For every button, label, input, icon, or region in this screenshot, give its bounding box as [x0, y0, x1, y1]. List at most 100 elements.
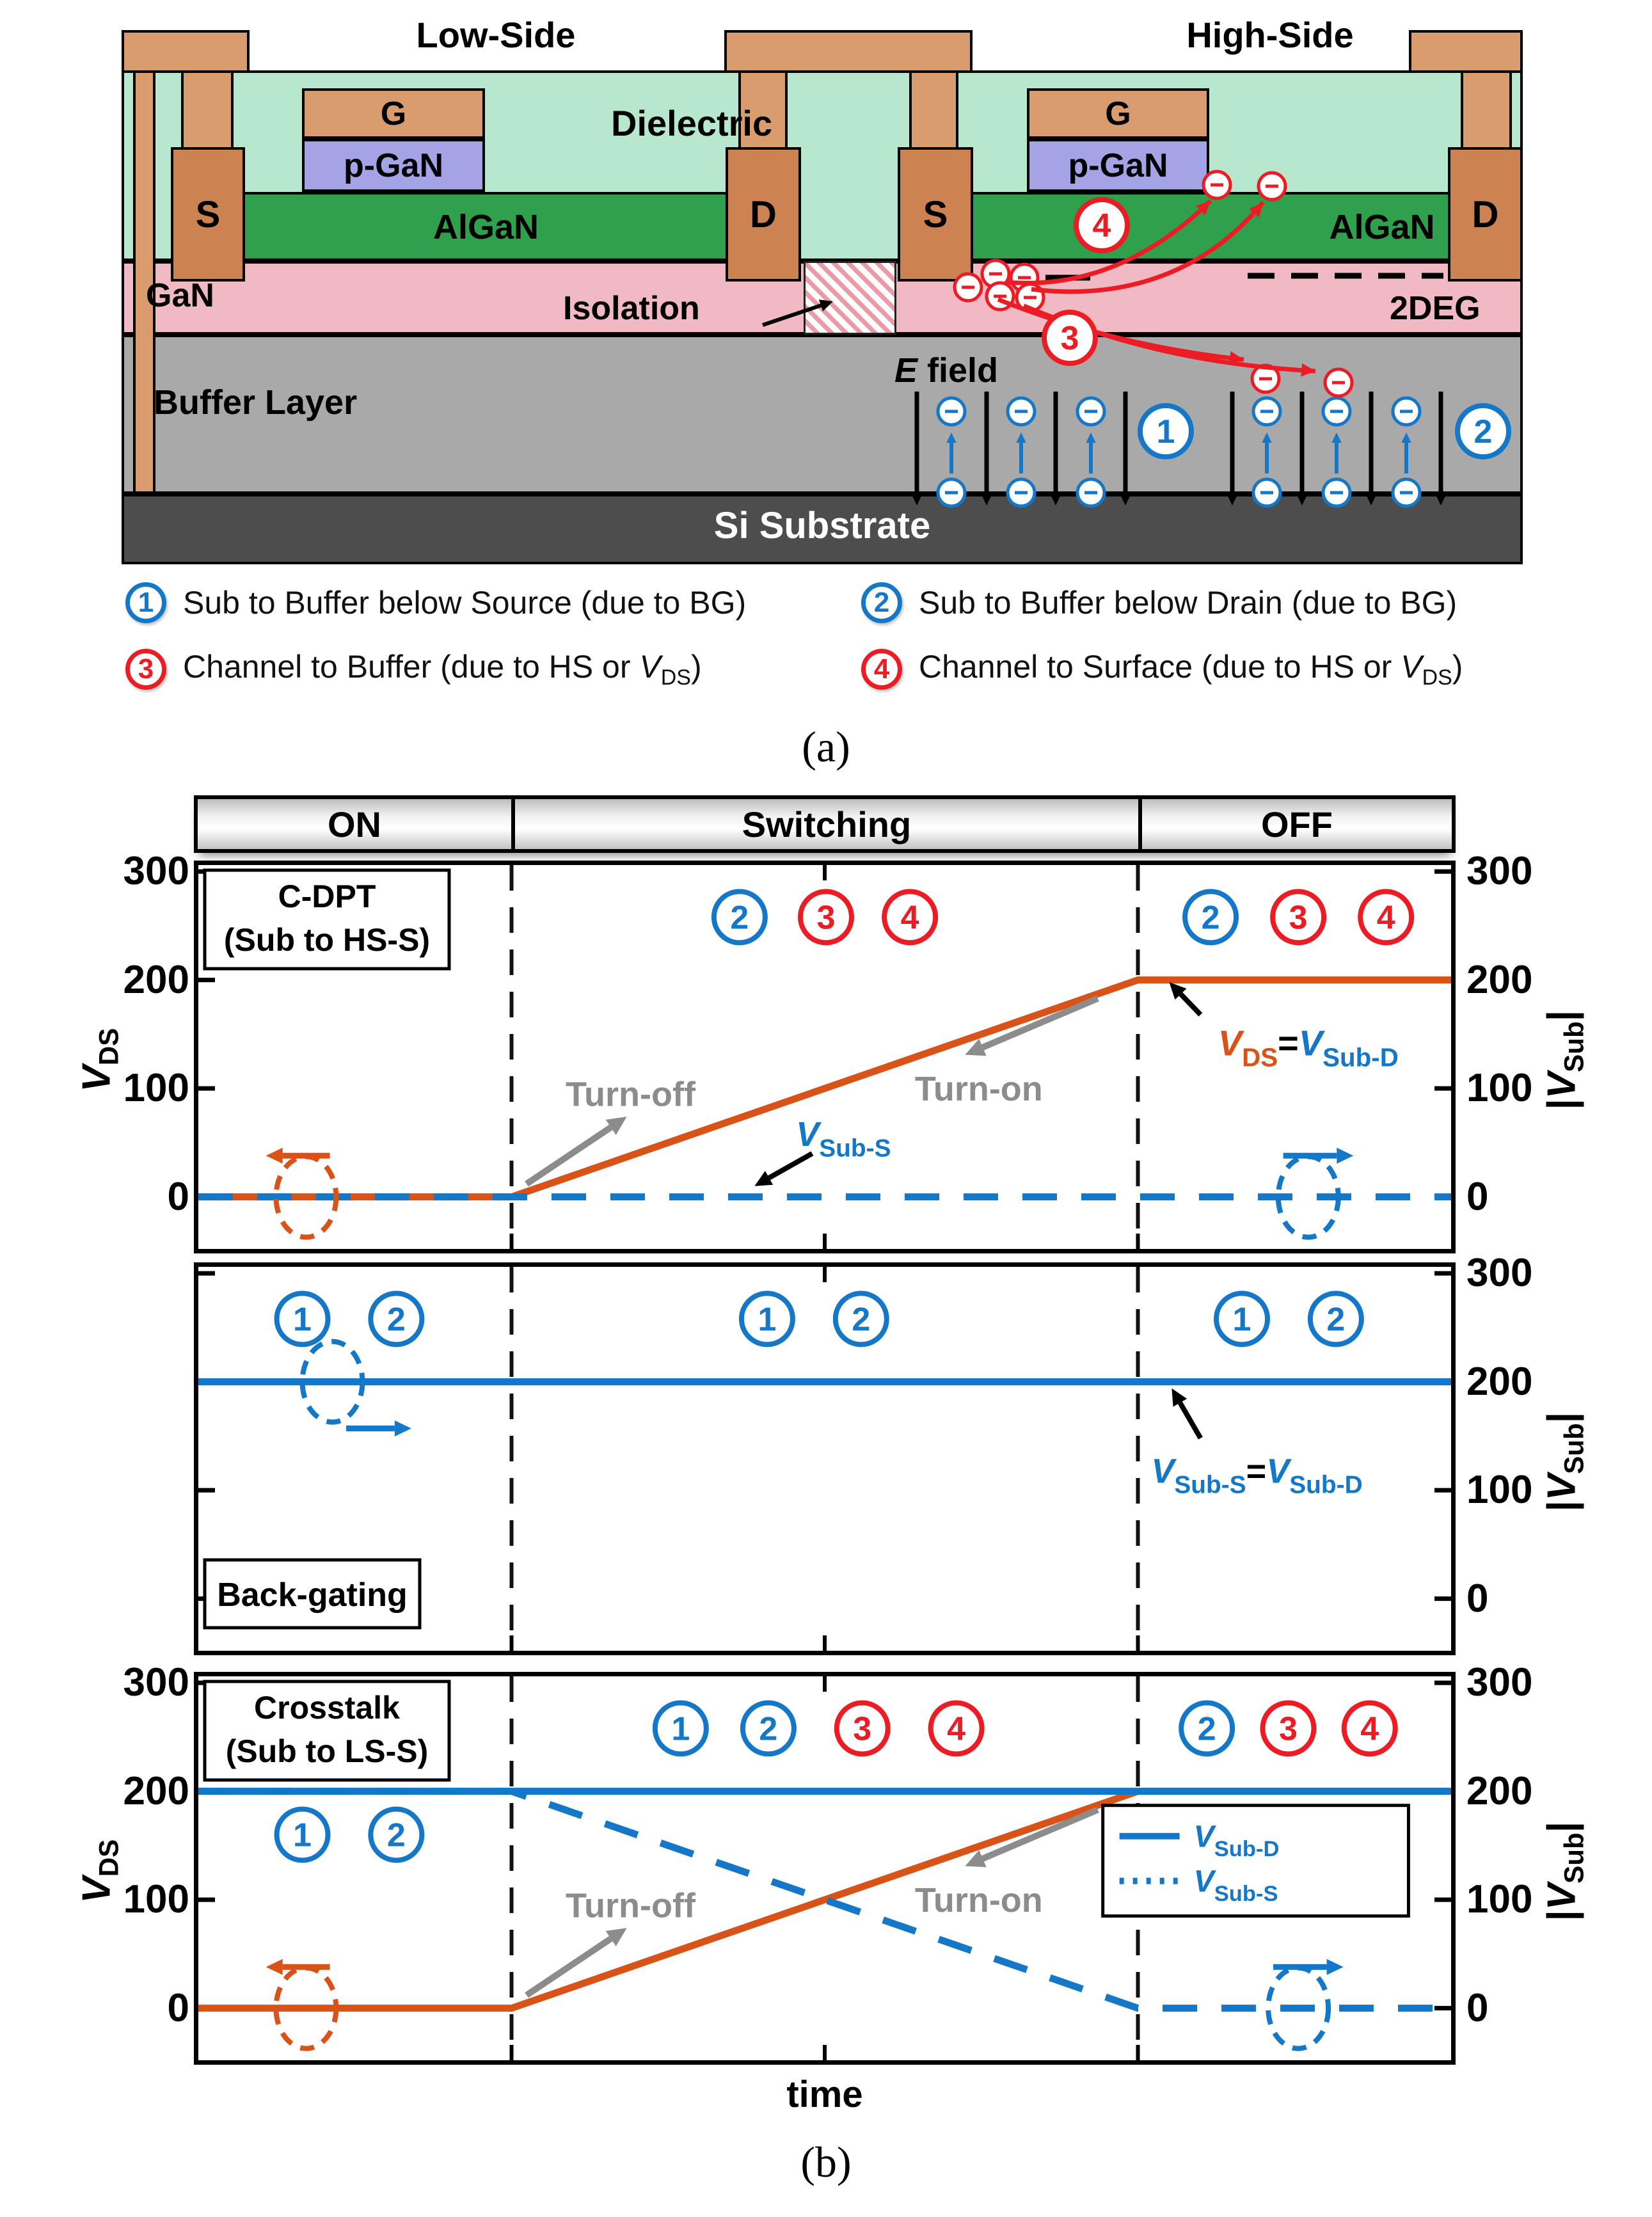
svg-text:3: 3	[853, 1710, 871, 1747]
circled-number-1: 1	[1214, 1291, 1271, 1347]
circled-number-1: 1	[738, 1291, 795, 1347]
high-side-title: High-Side	[1186, 15, 1354, 55]
series-vsub_s	[198, 1788, 1451, 2012]
ytick-right-200: 200	[1466, 1359, 1533, 1404]
hs-source-stem	[909, 69, 958, 150]
chart-title-box	[203, 1558, 422, 1630]
y-axis-title-left: VDS	[74, 1839, 124, 1903]
circled-number-3: 3	[1270, 889, 1327, 946]
legend-item-1: 1 Sub to Buffer below Source (due to BG)	[125, 582, 746, 623]
gray-label: Turn-off	[566, 1076, 696, 1114]
svg-text:3: 3	[1289, 899, 1308, 936]
circled-number-1: 1	[652, 1700, 709, 1757]
svg-text:2: 2	[852, 1301, 870, 1338]
circled-number-3: 3	[834, 1700, 891, 1757]
chart-title-box	[203, 1680, 451, 1782]
ls-source-pad	[122, 30, 250, 73]
voltage-label: VDS=VSub-D	[1218, 1023, 1399, 1072]
circled-number-4: 4	[1358, 889, 1415, 946]
circled-number-2: 2	[740, 1700, 797, 1757]
algan-label-lowside: AlGaN	[433, 208, 539, 246]
ls-gate-contact: G	[302, 88, 485, 139]
circled-number-3: 3	[797, 889, 854, 946]
svg-text:3: 3	[1279, 1710, 1298, 1747]
ytick-right-300: 300	[1466, 1251, 1533, 1296]
circled-number-3: 3	[1260, 1700, 1317, 1757]
circled-number-4: 4	[882, 889, 939, 946]
buffer-label: Buffer Layer	[154, 383, 358, 422]
ytick-right-0: 0	[1466, 1985, 1489, 2030]
circled-number-1: 1	[274, 1806, 331, 1863]
hs-pgan: p-GaN	[1027, 139, 1209, 192]
efield-label: E field	[894, 351, 999, 390]
svg-text:1: 1	[293, 1816, 312, 1854]
ytick-left-0: 0	[167, 1985, 189, 2030]
caption-a: (a)	[802, 722, 850, 771]
svg-text:1: 1	[1233, 1301, 1251, 1338]
chart-title: Back-gating	[217, 1577, 408, 1614]
svg-text:2: 2	[387, 1816, 406, 1854]
svg-text:4: 4	[901, 899, 919, 936]
svg-text:1: 1	[758, 1301, 776, 1338]
ytick-left-300: 300	[123, 849, 189, 894]
hs-drain-contact: D	[1448, 147, 1523, 282]
legend-item-3: 3 Channel to Buffer (due to HS or VDS)	[125, 648, 702, 690]
ytick-right-300: 300	[1466, 849, 1533, 894]
ytick-right-300: 300	[1466, 1660, 1533, 1705]
legend-circle-1: 1	[125, 582, 166, 623]
ytick-right-0: 0	[1466, 1576, 1489, 1621]
circled-number-2: 2	[832, 1291, 889, 1347]
legend-text-3: Channel to Buffer (due to HS or VDS)	[183, 649, 702, 690]
ytick-right-100: 100	[1466, 1066, 1533, 1111]
gray-label: Turn-off	[566, 1887, 696, 1925]
substrate-label: Si Substrate	[713, 505, 931, 546]
ytick-right-0: 0	[1466, 1174, 1489, 1219]
chart-title-box	[203, 868, 451, 971]
dielectric-label: Dielectric	[611, 103, 773, 143]
svg-text:1: 1	[293, 1301, 312, 1338]
chart-legend-box	[1101, 1804, 1410, 1918]
circled-number-4: 4	[1341, 1700, 1398, 1757]
chart-subtitle: (Sub to HS-S)	[224, 922, 430, 958]
svg-text:2: 2	[759, 1710, 777, 1747]
substrate-via-bar	[133, 69, 155, 494]
hs-source-contact: S	[898, 147, 973, 282]
legend-circle-4: 4	[861, 649, 902, 690]
legend-text-1: Sub to Buffer below Source (due to BG)	[183, 585, 747, 621]
gray-label: Turn-on	[915, 1881, 1043, 1919]
series-vds	[198, 976, 1451, 1201]
si-substrate-layer	[122, 494, 1523, 564]
ls-pgan: p-GaN	[302, 139, 485, 192]
isolation-region	[804, 261, 896, 335]
legend-item-4: 4 Channel to Surface (due to HS or VDS)	[861, 648, 1463, 690]
algan-label-highside: AlGaN	[1329, 208, 1435, 246]
low-side-title: Low-Side	[416, 15, 576, 55]
ytick-right-100: 100	[1466, 1468, 1533, 1513]
ytick-right-200: 200	[1466, 957, 1533, 1002]
legend-circle-3: 3	[125, 649, 166, 690]
legend-entry: VSub-D	[1194, 1820, 1280, 1861]
svg-text:1: 1	[671, 1710, 690, 1747]
svg-text:2: 2	[1326, 1301, 1345, 1338]
ytick-left-100: 100	[123, 1066, 189, 1111]
circled-number-2: 2	[1179, 1700, 1235, 1757]
svg-text:4: 4	[1360, 1710, 1379, 1747]
voltage-label: VSub-S=VSub-D	[1151, 1452, 1362, 1499]
hs-drain-pad	[1409, 30, 1523, 73]
legend-text-2: Sub to Buffer below Drain (due to BG)	[919, 585, 1457, 621]
phase-section-on: ON	[198, 799, 511, 849]
circled-number-2: 2	[368, 1291, 425, 1347]
isolation-label: Isolation	[563, 290, 700, 327]
ls-drain-contact: D	[726, 147, 801, 282]
phase-section-switching: Switching	[511, 799, 1138, 849]
gan-label: GaN	[146, 277, 214, 314]
gray-label: Turn-on	[915, 1070, 1043, 1108]
voltage-label: VSub-S	[796, 1115, 891, 1162]
svg-text:2: 2	[730, 899, 749, 936]
y-axis-title-right: |VSub|	[1539, 1010, 1589, 1110]
algan-layer-lowside	[171, 192, 801, 261]
circled-number-2: 2	[711, 889, 768, 946]
